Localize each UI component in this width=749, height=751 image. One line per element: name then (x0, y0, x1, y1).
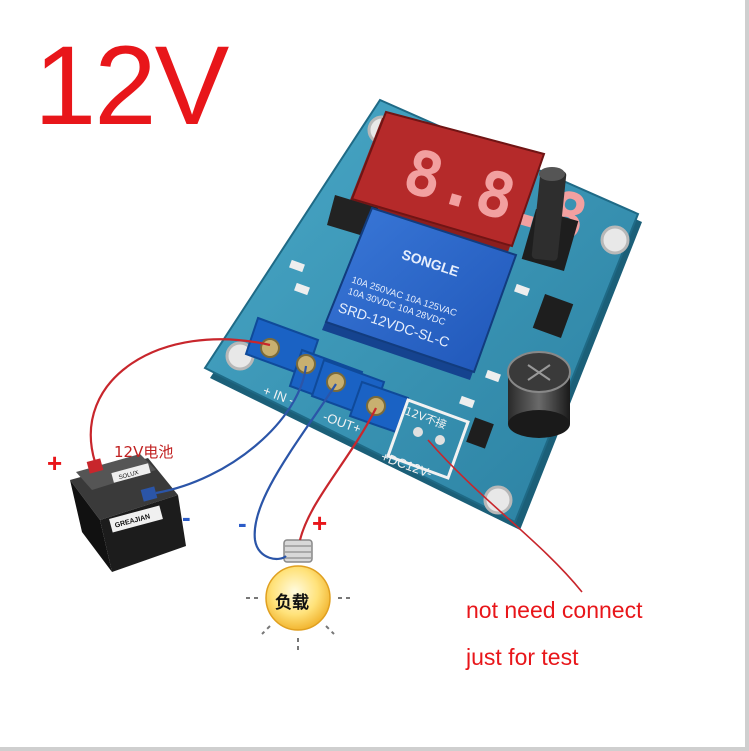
annotation-line-1: not need connect (466, 597, 643, 623)
annotation-line-2: just for test (466, 644, 579, 670)
smd-components (289, 259, 574, 449)
voltage-title: 12V (34, 23, 229, 148)
push-button (521, 167, 579, 272)
battery-minus-sign: - (182, 502, 191, 532)
annotation-pointer-line (427, 439, 583, 593)
battery-label: 12V电池 (114, 443, 174, 461)
load-bulb: 负载 (246, 539, 350, 650)
relay: SONGLE 10A 250VAC 10A 125VAC 10A 30VDC 1… (322, 206, 518, 380)
battery-positive-wire (89, 338, 271, 463)
battery-negative-wire (155, 365, 308, 495)
load-minus-sign: - (238, 508, 247, 538)
wires (89, 338, 583, 593)
battery-plus-sign: + (47, 448, 63, 478)
load-negative-wire (253, 383, 337, 560)
battery-brand-text: SOLUX (118, 470, 139, 481)
battery: GREAJIAN SOLUX (70, 454, 186, 572)
load-label: 负载 (275, 592, 309, 613)
electrolytic-capacitor (507, 351, 571, 438)
load-positive-wire (298, 407, 377, 541)
load-plus-sign: + (312, 508, 328, 538)
